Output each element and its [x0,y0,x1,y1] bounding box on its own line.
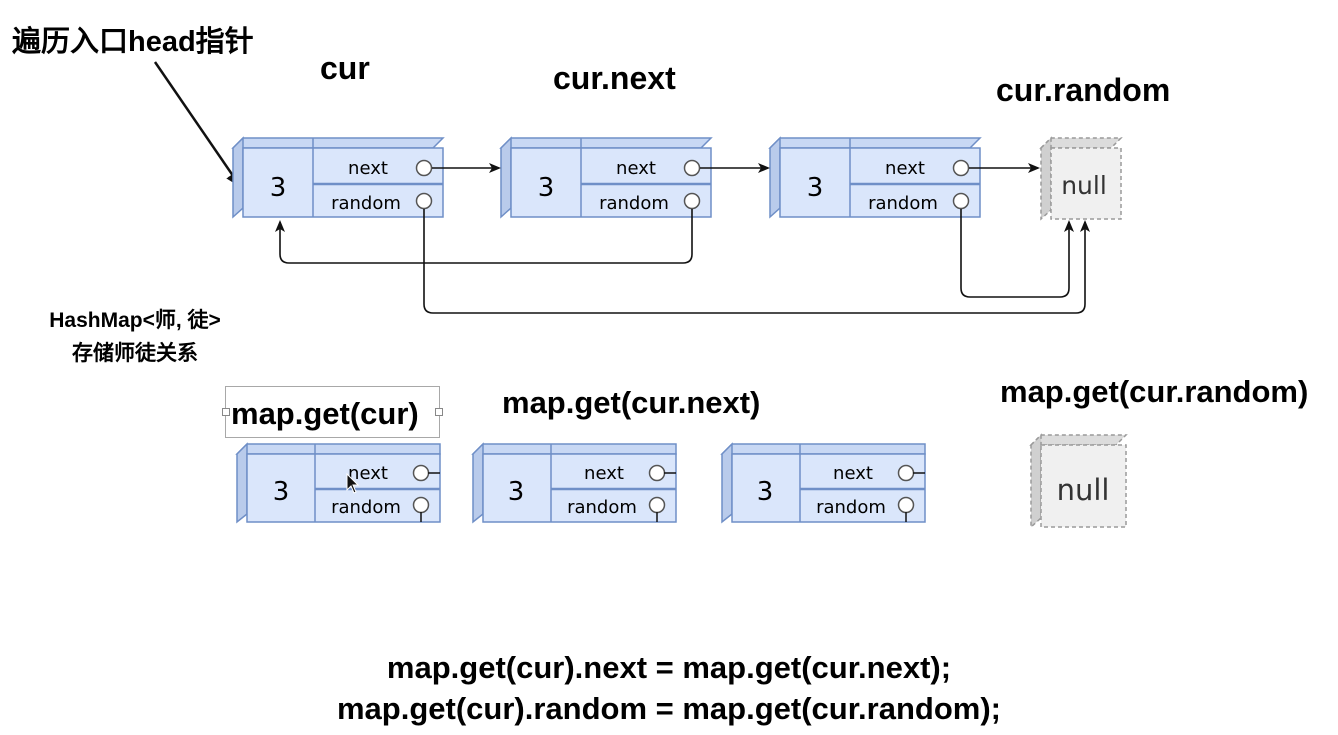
top-node-1-value: 3 [270,173,287,203]
bottom-node-2: 3 next random [471,442,677,524]
bottom-node-2-next: next [584,463,624,484]
top-null-label: null [1061,171,1107,200]
label-map-cur: map.get(cur) [231,396,419,431]
bottom-node-3-random: random [816,497,886,518]
mouse-cursor-icon [346,472,360,494]
arrow-random-node1 [423,209,1090,314]
bottom-node-1-random: random [331,497,401,518]
top-node-3-value: 3 [807,173,824,203]
top-node-2-next: next [616,158,656,179]
top-node-1: 3 next random [231,136,445,219]
bottom-node-2-random: random [567,497,637,518]
top-node-3-next: next [885,158,925,179]
arrow-random-node3 [960,209,1074,298]
top-node-2-random: random [599,193,669,214]
bottom-node-1: 3 next random [235,442,441,524]
arrow-random-node2 [275,209,693,264]
selection-handle-left[interactable] [222,408,230,416]
top-null-node: null [1039,136,1123,221]
bottom-node-3-next: next [833,463,873,484]
selection-handle-right[interactable] [435,408,443,416]
bottom-node-1-next: next [348,463,388,484]
top-node-1-next: next [348,158,388,179]
label-map-cur-next: map.get(cur.next) [502,385,761,420]
code-line-2: map.get(cur).random = map.get(cur.random… [336,691,1001,726]
label-map-cur-random: map.get(cur.random) [1000,374,1309,409]
label-cur-next: cur.next [553,60,676,96]
label-cur: cur [320,50,370,86]
selection-box[interactable] [222,386,443,438]
bottom-node-3-value: 3 [757,477,774,507]
top-node-3: 3 next random [768,136,982,219]
top-node-2-value: 3 [538,173,555,203]
hashmap-line-2: 存储师徒关系 [72,342,198,365]
top-node-3-random: random [868,193,938,214]
bottom-node-1-value: 3 [273,477,290,507]
top-node-1-random: random [331,193,401,214]
entry-pointer-arrow [153,61,242,188]
code-line-1: map.get(cur).next = map.get(cur.next); [386,650,952,685]
bottom-null-label: null [1057,473,1110,507]
bottom-null-node: null [1029,433,1128,529]
code-block: map.get(cur).next = map.get(cur.next); m… [0,647,1338,729]
top-node-2: 3 next random [499,136,713,219]
hashmap-line-1: HashMap<师, 徒> [49,309,221,332]
bottom-node-3: 3 next random [720,442,926,524]
label-cur-random: cur.random [996,72,1171,108]
entry-title: 遍历入口head指针 [12,26,254,58]
hashmap-note: HashMap<师, 徒> 存储师徒关系 [30,304,240,370]
bottom-node-2-value: 3 [508,477,525,507]
